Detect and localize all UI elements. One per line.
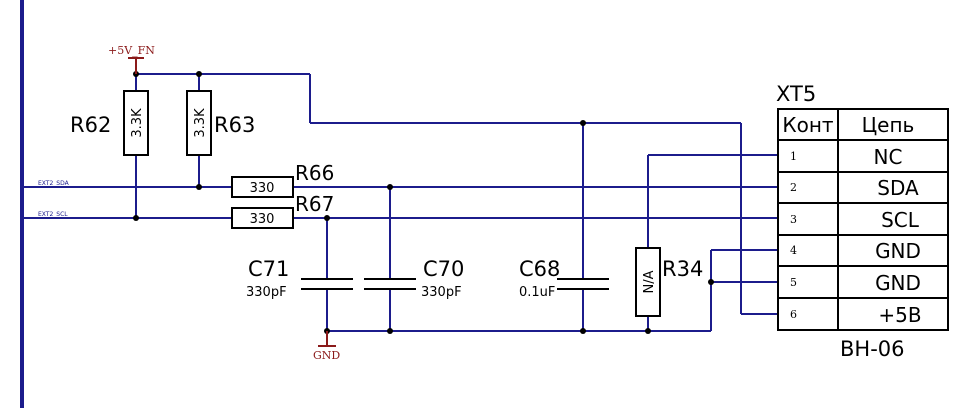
pin-number: 4 <box>790 244 797 257</box>
r62-value: 3.3K <box>130 108 145 138</box>
pin-number: 3 <box>790 213 797 226</box>
c68-value: 0.1uF <box>519 285 555 300</box>
c70-ref: C70 <box>423 257 464 281</box>
vcc-power-symbol: +5V_FN <box>108 44 155 74</box>
pin-number: 5 <box>790 276 797 289</box>
r67-value: 330 <box>250 212 275 227</box>
pin-net: SCL <box>881 208 920 232</box>
r63-ref: R63 <box>214 113 255 137</box>
capacitor-c70: C70 330pF <box>364 257 464 300</box>
connector-ref: XT5 <box>776 82 816 106</box>
c70-value: 330pF <box>421 285 462 300</box>
r66-value: 330 <box>250 181 275 196</box>
vcc-label: +5V_FN <box>108 44 155 57</box>
resistor-r34: N/A R34 <box>635 247 703 317</box>
r67-ref: R67 <box>295 192 334 216</box>
pin-net: +5В <box>878 303 921 327</box>
connector-header-pin: Конт <box>782 113 834 137</box>
net-label-sda: EXT2_SDA <box>38 180 70 187</box>
pin-net: GND <box>875 239 921 263</box>
c68-ref: C68 <box>519 257 560 281</box>
resistor-r66: 330 R66 <box>231 161 334 198</box>
pin-net: NC <box>874 145 903 169</box>
gnd-power-symbol: GND <box>313 331 340 362</box>
net-label-scl: EXT2_SCL <box>38 211 68 218</box>
capacitor-c71: C71 330pF <box>246 257 353 300</box>
connector-header-net: Цепь <box>862 113 915 137</box>
pin-number: 2 <box>790 181 797 194</box>
r34-value: N/A <box>642 270 657 293</box>
resistor-r63: 3.3K R63 <box>186 90 255 156</box>
pin-number: 6 <box>790 308 797 321</box>
r63-value: 3.3K <box>193 108 208 138</box>
resistor-r62: 3.3K R62 <box>70 90 149 156</box>
sheet-border <box>20 0 24 408</box>
r34-ref: R34 <box>662 257 703 281</box>
gnd-label: GND <box>313 349 340 362</box>
connector-part: BH-06 <box>840 337 905 361</box>
pin-net: GND <box>875 271 921 295</box>
pin-number: 1 <box>790 150 797 163</box>
c71-ref: C71 <box>248 257 289 281</box>
resistor-r67: 330 R67 <box>231 192 334 229</box>
pin-net: SDA <box>877 176 919 200</box>
capacitor-c68: C68 0.1uF <box>519 257 609 300</box>
r66-ref: R66 <box>295 161 334 185</box>
c71-value: 330pF <box>246 285 287 300</box>
r62-ref: R62 <box>70 113 111 137</box>
connector-xt5: XT5 Конт Цепь 1 NC 2 SDA 3 SCL 4 GND 5 G… <box>776 82 949 361</box>
